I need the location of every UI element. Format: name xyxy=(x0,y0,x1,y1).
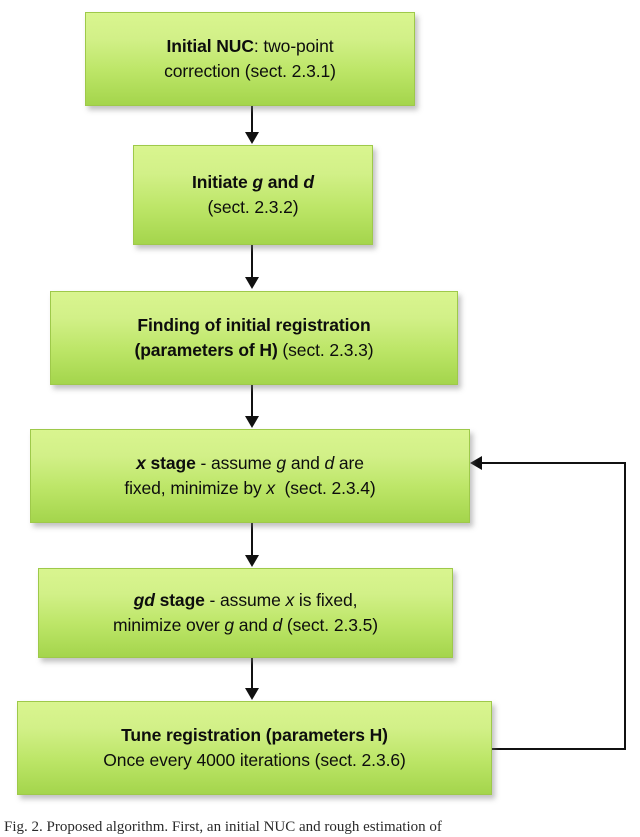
connector-registration-to-x-stage-line xyxy=(251,385,253,417)
node3-bold-line1: Finding of initial registration xyxy=(137,315,371,336)
node5-line2: minimize over g and d (sect. 2.3.5) xyxy=(113,615,378,635)
node1-bold-part: Initial NUC xyxy=(166,36,254,57)
node2-bold-part: Initiate g and d xyxy=(192,172,314,193)
node4-line2: fixed, minimize by x (sect. 2.3.4) xyxy=(124,478,376,498)
connector-registration-to-x-stage-arrow-icon xyxy=(245,416,259,428)
flow-node-initial-registration[interactable]: Finding of initial registration (paramete… xyxy=(50,291,458,385)
node4-rest-line1: - assume g and d are xyxy=(195,453,364,474)
flow-node-initiate-g-d-label: Initiate g and d (sect. 2.3.2) xyxy=(134,170,372,220)
node6-line2: Once every 4000 iterations (sect. 2.3.6) xyxy=(103,750,406,770)
node5-stage-label: gd stage xyxy=(133,590,205,611)
flow-node-initial-registration-label: Finding of initial registration (paramete… xyxy=(51,313,457,363)
node2-line2: (sect. 2.3.2) xyxy=(207,197,299,217)
connector-initial-nuc-to-initiate-line xyxy=(251,106,253,134)
figure-caption: Fig. 2. Proposed algorithm. First, an in… xyxy=(4,819,442,835)
flow-node-initiate-g-d[interactable]: Initiate g and d (sect. 2.3.2) xyxy=(133,145,373,245)
flow-node-tune-registration[interactable]: Tune registration (parameters H) Once eve… xyxy=(17,701,492,795)
node1-line2: correction (sect. 2.3.1) xyxy=(164,61,336,81)
node3-rest-line2: (sect. 2.3.3) xyxy=(277,340,374,360)
flow-node-x-stage-label: x stage - assume g and d are fixed, minim… xyxy=(31,451,469,501)
connector-initial-nuc-to-initiate-arrow-icon xyxy=(245,132,259,144)
node6-bold-line1: Tune registration (parameters H) xyxy=(121,725,388,746)
connector-x-stage-to-gd-stage-line xyxy=(251,523,253,556)
connector-x-stage-to-gd-stage-arrow-icon xyxy=(245,555,259,567)
node3-bold-line2: (parameters of H) xyxy=(134,340,278,360)
connector-gd-stage-to-tune-line xyxy=(251,658,253,689)
connector-gd-stage-to-tune-arrow-icon xyxy=(245,688,259,700)
flow-node-x-stage[interactable]: x stage - assume g and d are fixed, minim… xyxy=(30,429,470,523)
feedback-loop-top-segment xyxy=(482,462,626,464)
flow-node-initial-nuc-label: Initial NUC: two-point correction (sect. … xyxy=(86,34,414,84)
connector-initiate-to-registration-line xyxy=(251,245,253,278)
feedback-loop-bottom-segment xyxy=(492,748,626,750)
node4-stage-label: x stage xyxy=(136,453,196,474)
node1-rest-part: : two-point xyxy=(253,36,334,57)
flow-node-initial-nuc[interactable]: Initial NUC: two-point correction (sect. … xyxy=(85,12,415,106)
flow-node-gd-stage[interactable]: gd stage - assume x is fixed, minimize ov… xyxy=(38,568,453,658)
flow-node-gd-stage-label: gd stage - assume x is fixed, minimize ov… xyxy=(39,588,452,638)
connector-initiate-to-registration-arrow-icon xyxy=(245,277,259,289)
flow-node-tune-registration-label: Tune registration (parameters H) Once eve… xyxy=(18,723,491,773)
feedback-loop-arrow-icon xyxy=(470,456,482,470)
node5-rest-line1: - assume x is fixed, xyxy=(204,590,358,611)
feedback-loop-right-segment xyxy=(624,462,626,750)
